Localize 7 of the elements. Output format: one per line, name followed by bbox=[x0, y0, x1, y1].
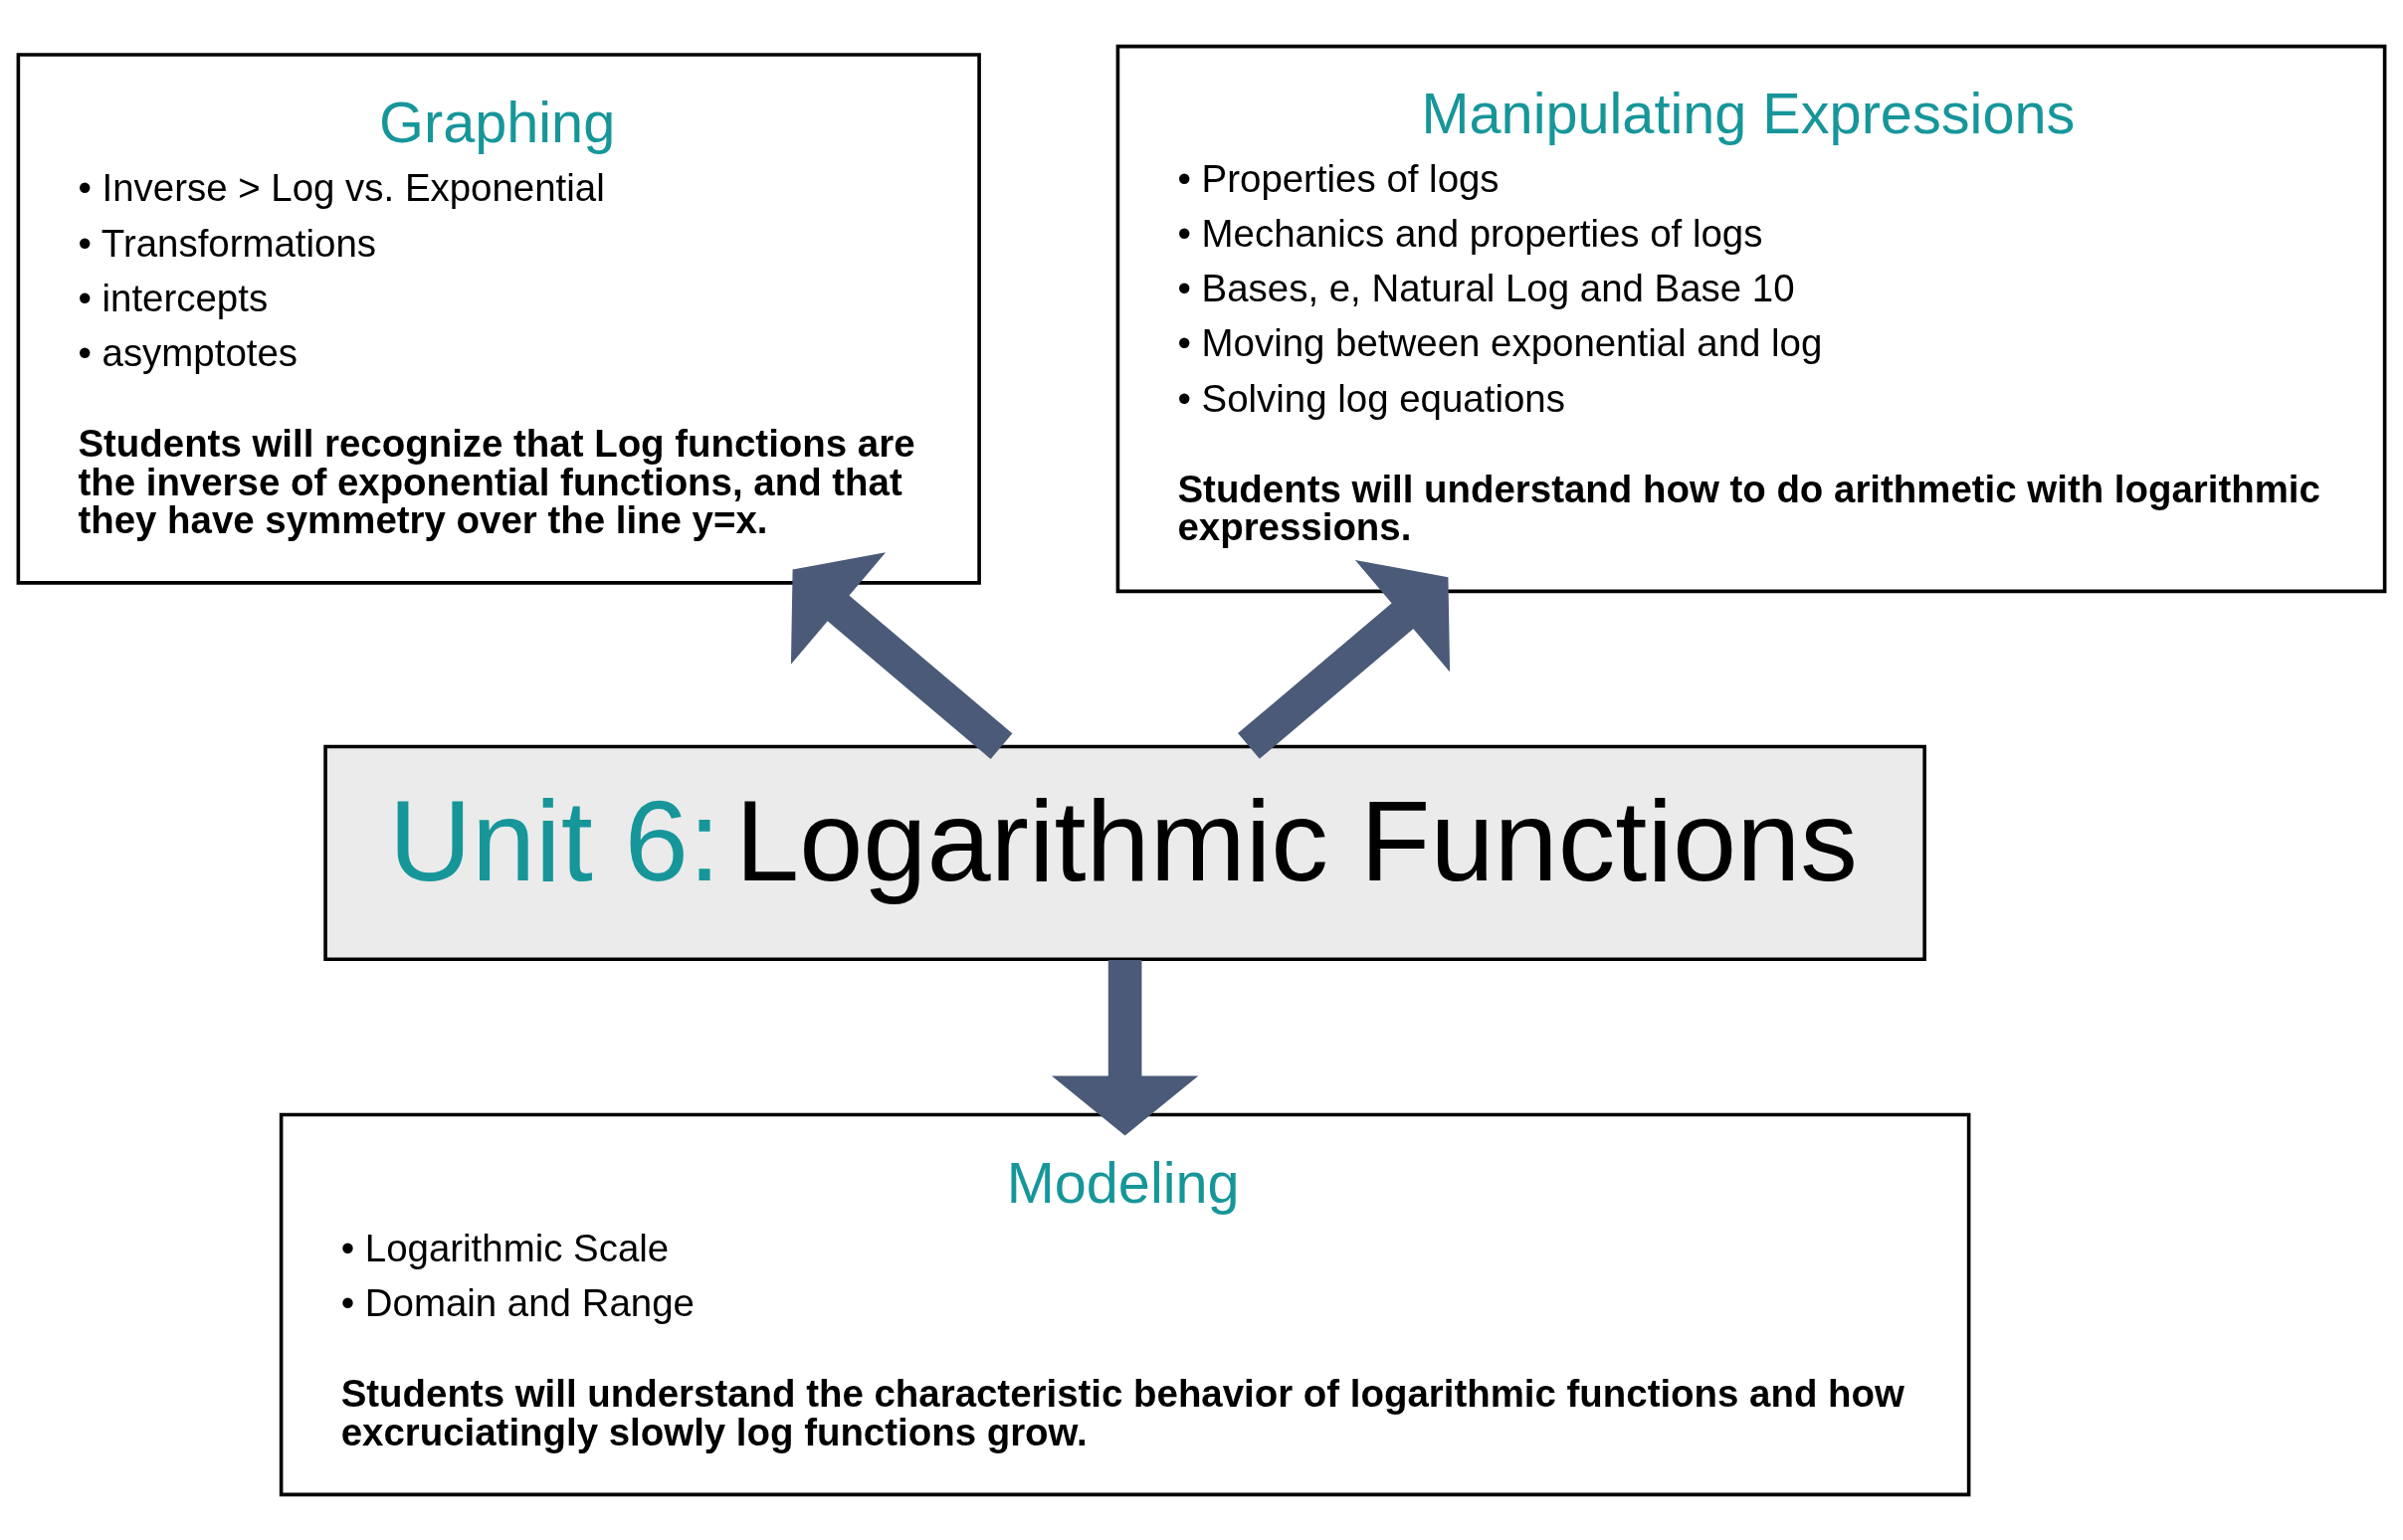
node-box: Manipulating Expressions • Properties of logs • Mechanics and properties of logs • Bases, e, Natural Log and Base 10 • Moving between exponential and log • Solving log equations Students will understand how to do arithmetic with logarithmic expressions. bbox=[1115, 44, 2387, 593]
node-box: Graphing • Inverse > Log vs. Exponential • Transformations • intercepts • asymptotes Students will recognize that Log functions are the inverse of exponential functions, and that they have symmetry over the line y=x. bbox=[16, 52, 981, 585]
node-box: Modeling • Logarithmic Scale • Domain and Range Students will understand the characteristic behavior of logarithmic functions and how excruciatingly slowly log functions grow. bbox=[279, 1112, 1971, 1496]
node-box: Unit 6:Logarithmic Functions bbox=[323, 744, 1926, 961]
arrow bbox=[1238, 559, 1451, 759]
arrow bbox=[790, 551, 1013, 759]
arrow bbox=[1051, 959, 1199, 1136]
